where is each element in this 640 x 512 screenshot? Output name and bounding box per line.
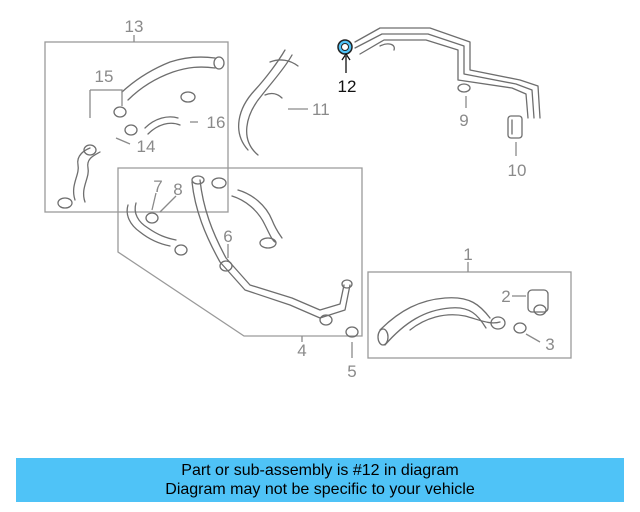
banner-line-2: Diagram may not be specific to your vehi… (165, 481, 475, 498)
hose-13 (57, 56, 225, 209)
pipe-assembly-9 (354, 27, 541, 119)
callout-10: 10 (508, 161, 527, 180)
callout-13: 13 (125, 17, 144, 36)
leader-lines (89, 52, 541, 358)
clamp-5 (345, 326, 359, 338)
hose-assembly-1 (377, 289, 549, 346)
pipe-assembly-4 (126, 175, 353, 326)
callout-11: 11 (312, 100, 330, 119)
callout-4: 4 (297, 341, 306, 360)
callout-6: 6 (223, 227, 232, 246)
group-4-box (117, 167, 363, 342)
callout-2: 2 (501, 287, 510, 306)
callout-3: 3 (545, 335, 554, 354)
hose-11 (238, 49, 299, 156)
callout-7: 7 (153, 177, 162, 196)
callout-12: 12 (338, 77, 357, 96)
group-1-box (367, 262, 572, 359)
parts-diagram: 13 15 16 14 12 11 9 10 7 8 6 4 5 1 2 3 (44, 17, 572, 381)
group-13-box (44, 35, 229, 213)
callout-5: 5 (347, 362, 356, 381)
clamp-12-highlighted (337, 39, 353, 55)
callout-8: 8 (173, 180, 182, 199)
callout-15: 15 (95, 67, 114, 86)
callout-9: 9 (459, 111, 468, 130)
callout-16: 16 (207, 113, 226, 132)
callout-1: 1 (463, 245, 472, 264)
info-banner: Part or sub-assembly is #12 in diagram D… (16, 458, 624, 502)
callout-14: 14 (137, 137, 156, 156)
bracket-10 (507, 115, 523, 139)
banner-line-1: Part or sub-assembly is #12 in diagram (181, 462, 459, 479)
